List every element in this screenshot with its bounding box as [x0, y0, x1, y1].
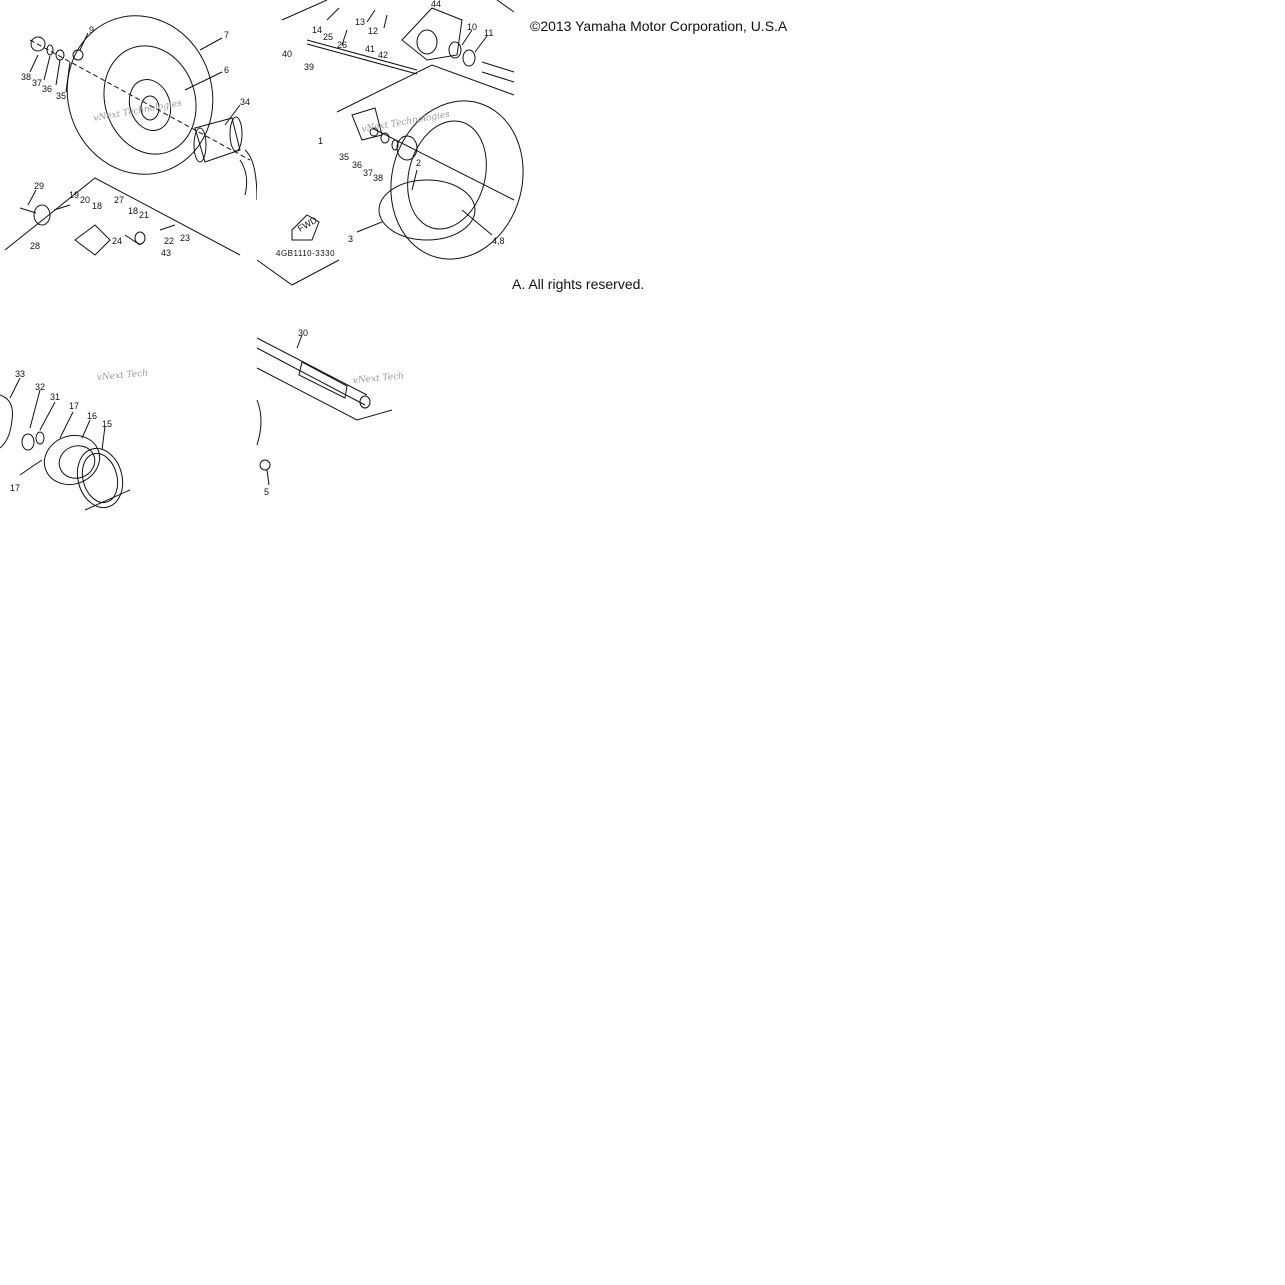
watermark-1: vNext Technologies [93, 99, 183, 124]
callout-36-center: 36 [352, 160, 362, 170]
diagram-tile-left-wheel: 9 7 6 34 38 37 36 35 29 19 20 18 27 18 2… [0, 0, 258, 258]
callout-22: 22 [164, 236, 174, 246]
callout-35-left: 35 [56, 91, 66, 101]
watermark-4: vNext Tech [352, 372, 404, 386]
callout-38-left: 38 [21, 72, 31, 82]
callout-43: 43 [161, 248, 171, 258]
callout-40: 40 [282, 49, 292, 59]
callout-5: 5 [264, 487, 269, 497]
callout-38-center: 38 [373, 173, 383, 183]
callout-19: 19 [69, 190, 79, 200]
callout-26: 26 [337, 40, 347, 50]
callout-44: 44 [431, 0, 441, 9]
diagram-tile-center-axle: 14 25 26 40 39 13 12 41 42 44 10 11 1 35… [256, 0, 524, 290]
callout-3: 3 [348, 234, 353, 244]
callout-42: 42 [378, 50, 388, 60]
callout-32: 32 [35, 382, 45, 392]
callout-12: 12 [368, 26, 378, 36]
copyright-notice-bottom: A. All rights reserved. [512, 276, 645, 292]
callout-18-left: 18 [92, 201, 102, 211]
center-axle-drawing: 14 25 26 40 39 13 12 41 42 44 10 11 1 35… [256, 0, 524, 286]
callout-14: 14 [312, 25, 322, 35]
callout-13: 13 [355, 17, 365, 27]
callout-6: 6 [224, 65, 229, 75]
callout-11: 11 [484, 28, 493, 38]
callout-1: 1 [318, 136, 323, 146]
callout-4-8: 4,8 [492, 236, 505, 246]
callout-37-left: 37 [32, 78, 42, 88]
callout-27: 27 [114, 195, 124, 205]
callout-2: 2 [416, 158, 421, 168]
callout-39: 39 [304, 62, 314, 72]
copyright-notice-top: ©2013 Yamaha Motor Corporation, U.S.A [530, 18, 788, 34]
callout-37-center: 37 [363, 168, 373, 178]
callout-35-center: 35 [339, 152, 349, 162]
callout-36-left: 36 [42, 84, 52, 94]
callout-7: 7 [224, 30, 229, 40]
callout-29: 29 [34, 181, 44, 191]
part-number: 4GB1110-3330 [276, 249, 335, 258]
callout-33: 33 [15, 369, 25, 379]
callout-34: 34 [240, 97, 250, 107]
callout-41: 41 [365, 44, 375, 54]
brake-shoes-drawing: 33 32 31 17 16 15 17 vNext Tech [0, 369, 148, 511]
callout-16: 16 [87, 411, 97, 421]
callout-15: 15 [102, 419, 112, 429]
callout-9: 9 [89, 25, 94, 35]
callout-24: 24 [112, 236, 122, 246]
callout-17-top: 17 [69, 401, 79, 411]
callout-20: 20 [80, 195, 90, 205]
callout-30: 30 [298, 328, 308, 338]
diagram-tile-brake-shoes: 33 32 31 17 16 15 17 vNext Tech [0, 320, 148, 520]
callout-21: 21 [139, 210, 149, 220]
left-wheel-drawing: 9 7 6 34 38 37 36 35 29 19 20 18 27 18 2… [4, 15, 258, 258]
callout-23: 23 [180, 233, 190, 243]
diagram-tile-drive-shaft: 30 5 vNext Tech [256, 320, 404, 505]
callout-28: 28 [30, 241, 40, 251]
watermark-2: vNext Technologies [361, 110, 451, 135]
callout-31: 31 [50, 392, 60, 402]
callout-17-bottom: 17 [10, 483, 20, 493]
callout-18-right: 18 [128, 206, 138, 216]
callout-25: 25 [323, 32, 333, 42]
callout-10: 10 [467, 22, 477, 32]
watermark-3: vNext Tech [96, 369, 148, 383]
drive-shaft-drawing: 30 5 vNext Tech [256, 328, 404, 497]
